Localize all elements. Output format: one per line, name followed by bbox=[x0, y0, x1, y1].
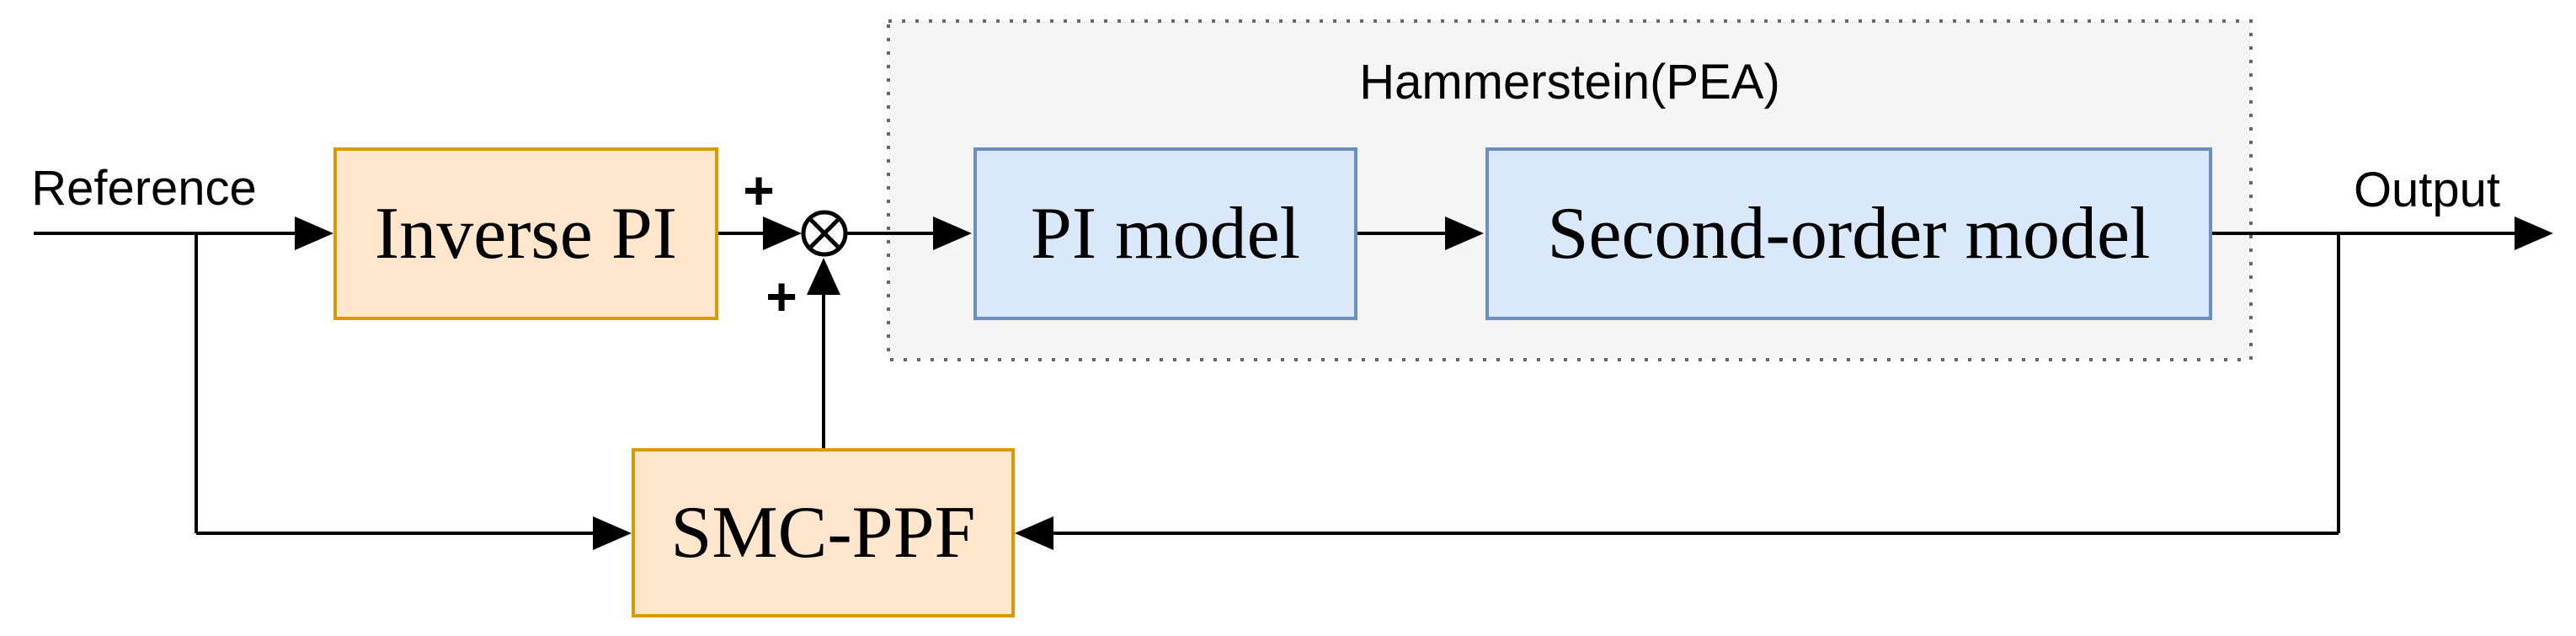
sum-plus-sign-top: + bbox=[743, 160, 775, 221]
sum-plus-sign-bottom: + bbox=[765, 266, 797, 327]
second-order-model-label: Second-order model bbox=[1547, 192, 2151, 275]
output-label: Output bbox=[2353, 163, 2501, 217]
inverse-pi-block: Inverse PI bbox=[333, 147, 718, 320]
inverse-pi-label: Inverse PI bbox=[374, 192, 678, 275]
hammerstein-container-label: Hammerstein(PEA) bbox=[1359, 55, 1780, 110]
reference-label: Reference bbox=[31, 161, 257, 216]
smc-ppf-label: SMC-PPF bbox=[670, 491, 976, 574]
pi-model-label: PI model bbox=[1030, 192, 1301, 275]
second-order-model-block: Second-order model bbox=[1485, 147, 2212, 320]
smc-ppf-block: SMC-PPF bbox=[632, 448, 1015, 617]
pi-model-block: PI model bbox=[973, 147, 1357, 320]
